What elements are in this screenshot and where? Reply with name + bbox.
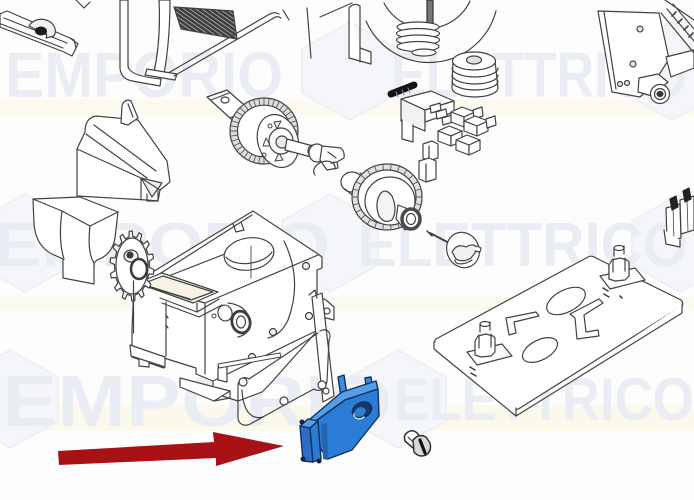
svg-text:EMPORIO: EMPORIO: [5, 39, 283, 111]
